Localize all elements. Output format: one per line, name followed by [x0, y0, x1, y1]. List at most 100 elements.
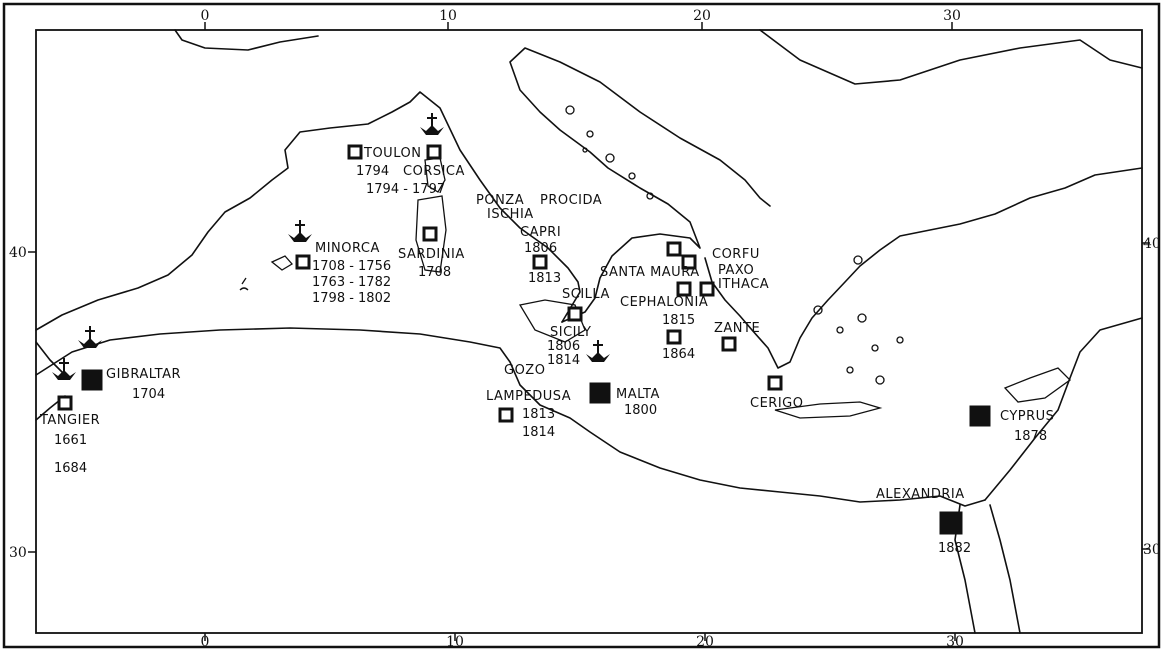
year-lampedusa-1: 1813: [522, 407, 555, 422]
year-zante: 1864: [662, 347, 695, 362]
bottom-tick-30: 30: [946, 634, 964, 650]
marker-santa-maura[interactable]: [676, 281, 692, 297]
island-sicily: [518, 299, 586, 343]
bottom-tick-20: 20: [696, 634, 714, 650]
label-lampedusa: LAMPEDUSA: [486, 389, 571, 404]
label-paxo: PAXO: [718, 263, 754, 278]
year-minorca-3: 1798 - 1802: [312, 291, 391, 306]
marker-ithaca[interactable]: [699, 281, 715, 297]
marker-sardinia[interactable]: [422, 226, 438, 242]
marker-gibraltar[interactable]: [81, 369, 103, 391]
label-scilla: SCILLA: [562, 287, 610, 302]
island-crete: [774, 401, 883, 419]
bottom-tick-10: 10: [446, 634, 464, 650]
right-tick-30: 30: [1143, 542, 1161, 558]
year-gibraltar: 1704: [132, 387, 165, 402]
label-tangier: TANGIER: [39, 413, 100, 428]
anchor-crown-icon: [586, 340, 610, 362]
anchor-crown-icon: [78, 326, 102, 348]
label-gibraltar: GIBRALTAR: [106, 367, 181, 382]
year-cyprus: 1878: [1014, 429, 1047, 444]
year-capri-1: 1806: [524, 241, 557, 256]
marker-malta[interactable]: [589, 382, 611, 404]
marker-cyprus[interactable]: [969, 405, 991, 427]
island-sardinia: [415, 195, 447, 273]
coast-europe-west: [35, 91, 581, 331]
year-cephalonia: 1815: [662, 313, 695, 328]
label-ithaca: ITHACA: [718, 277, 769, 292]
islands: [239, 105, 1072, 419]
island-majorca: [239, 277, 249, 291]
label-zante: ZANTE: [714, 321, 760, 336]
top-tick-10: 10: [439, 8, 457, 24]
marker-cerigo[interactable]: [767, 375, 783, 391]
anchor-crown-icon: [52, 358, 76, 380]
label-gozo: GOZO: [504, 363, 545, 378]
island-scatter-adriatic: [565, 105, 654, 200]
label-toulon: TOULON: [363, 146, 421, 161]
marker-toulon[interactable]: [347, 144, 363, 160]
right-tick-40: 40: [1143, 236, 1161, 252]
label-cyprus: CYPRUS: [1000, 409, 1054, 424]
year-tangier-2: 1684: [54, 461, 87, 476]
coast-sinai: [954, 504, 1021, 634]
coast-levant: [984, 317, 1143, 501]
left-tick-40: 40: [9, 245, 27, 261]
year-capri-2: 1813: [528, 271, 561, 286]
label-sardinia: SARDINIA: [398, 247, 465, 262]
label-malta: MALTA: [616, 387, 660, 402]
coast-africa: [35, 327, 986, 507]
marker-lampedusa[interactable]: [498, 407, 514, 423]
label-sicily: SICILY: [550, 325, 591, 340]
year-lampedusa-2: 1814: [522, 425, 555, 440]
marker-scilla[interactable]: [567, 306, 583, 322]
year-tangier-1: 1661: [54, 433, 87, 448]
marker-corsica[interactable]: [426, 144, 442, 160]
year-toulon: 1794: [356, 164, 389, 179]
marker-corfu[interactable]: [666, 241, 682, 257]
top-tick-30: 30: [943, 8, 961, 24]
bottom-tick-0: 0: [201, 634, 210, 650]
marker-zante[interactable]: [721, 336, 737, 352]
year-sardinia: 1708: [418, 265, 451, 280]
island-minorca: [270, 255, 294, 271]
top-tick-0: 0: [201, 8, 210, 24]
label-cephalonia: CEPHALONIA: [620, 295, 708, 310]
coast-italy-east: [509, 47, 771, 323]
label-minorca: MINORCA: [315, 241, 380, 256]
label-capri: CAPRI: [520, 225, 561, 240]
label-alexandria: ALEXANDRIA: [876, 487, 965, 502]
island-cyprus: [1003, 367, 1072, 403]
anchor-crown-icon: [288, 220, 312, 242]
left-tick-30: 30: [9, 545, 27, 561]
year-minorca-2: 1763 - 1782: [312, 275, 391, 290]
top-tick-20: 20: [693, 8, 711, 24]
coast-greece: [704, 167, 1143, 369]
year-alexandria: 1882: [938, 541, 971, 556]
anchor-crown-icon: [420, 113, 444, 135]
label-ischia: ISCHIA: [487, 207, 534, 222]
coast-europe-top: [174, 29, 319, 51]
island-scatter-aegean: [813, 255, 904, 385]
coast-balkans-top: [759, 29, 1143, 85]
label-ponza: PONZA: [476, 193, 524, 208]
marker-capri[interactable]: [532, 254, 548, 270]
year-sicily-1: 1806: [547, 339, 580, 354]
marker-alexandria[interactable]: [939, 511, 963, 535]
marker-cephalonia[interactable]: [666, 329, 682, 345]
marker-tangier[interactable]: [57, 395, 73, 411]
year-malta: 1800: [624, 403, 657, 418]
marker-minorca[interactable]: [295, 254, 311, 270]
graticule-ticks: [28, 22, 1150, 641]
year-corsica: 1794 - 1797: [366, 182, 445, 197]
marker-paxo[interactable]: [681, 254, 697, 270]
year-sicily-2: 1814: [547, 353, 580, 368]
label-procida: PROCIDA: [540, 193, 602, 208]
inner-frame: [35, 29, 1143, 634]
label-corfu: CORFU: [712, 247, 760, 262]
label-cerigo: CERIGO: [750, 396, 803, 411]
label-santa-maura: SANTA MAURA: [600, 265, 700, 280]
year-minorca-1: 1708 - 1756: [312, 259, 391, 274]
